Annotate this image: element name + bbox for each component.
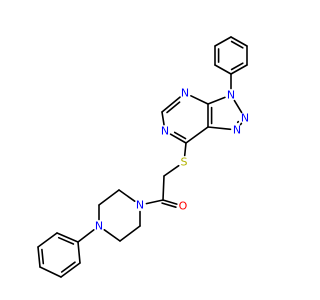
bond-ph2f-ph2a bbox=[77, 241, 81, 264]
bond-C3a-N7 bbox=[190, 95, 209, 105]
atom-label-s-thioether: S bbox=[181, 156, 188, 169]
atom-label-n-pyrimidine-upper: N bbox=[181, 87, 189, 100]
bond-ph2b-ph2c bbox=[37, 232, 58, 248]
bond-ph1c-ph1d-inner bbox=[230, 62, 244, 71]
bond-C4-S bbox=[183, 142, 187, 157]
bond-ph1a-ph1b bbox=[230, 36, 248, 47]
bond-ph2d-ph2e bbox=[39, 266, 62, 278]
bond-layer bbox=[37, 36, 248, 278]
bond-ph1a-ph1b-inner bbox=[230, 40, 244, 49]
bond-S-CH2 bbox=[163, 164, 180, 177]
bond-CH2-CO bbox=[162, 175, 165, 201]
bond-N3-C3a bbox=[207, 96, 226, 105]
bond-pip1-pip2 bbox=[98, 189, 120, 206]
bond-CO-O bbox=[162, 199, 178, 205]
atom-label-o-carbonyl: O bbox=[179, 200, 188, 213]
bond-ph2c-ph2d bbox=[37, 246, 41, 268]
bond-C6-N5 bbox=[161, 111, 165, 126]
atom-label-n-triazole-middle: N bbox=[241, 112, 249, 125]
bond-CO-O-second bbox=[161, 202, 177, 208]
bond-C4-C7a bbox=[185, 126, 209, 144]
bond-N7-C6 bbox=[161, 96, 181, 113]
bond-N5-C4 bbox=[169, 133, 187, 144]
bond-N3-N1 bbox=[233, 99, 243, 114]
atom-label-n-piperazine-phenyl: N bbox=[95, 220, 103, 233]
bond-ph1d-ph1e bbox=[214, 64, 232, 75]
bond-Npa-pip1 bbox=[118, 189, 136, 202]
bond-Npb-pip3 bbox=[103, 229, 121, 242]
bond-ph2e-ph2f-inner bbox=[60, 261, 76, 273]
bond-ph1f-ph1a bbox=[214, 36, 232, 47]
bond-N7-C6-inner bbox=[166, 101, 181, 114]
bond-ph2a-ph2b bbox=[56, 232, 79, 243]
bond-ph2a-ph2b-inner bbox=[57, 236, 75, 245]
bond-N5-C4-inner bbox=[173, 131, 187, 140]
bond-N2-C7a bbox=[207, 126, 232, 131]
bond-CO-Npa bbox=[145, 199, 164, 205]
atom-label-n-piperazine-amide: N bbox=[136, 199, 144, 212]
atom-label-n-triazole-phenyl: N bbox=[227, 89, 235, 102]
bond-pip3-pip4 bbox=[119, 225, 141, 242]
bond-N1-N2-inner bbox=[236, 120, 240, 124]
bond-ph1c-ph1d bbox=[230, 64, 248, 75]
bond-ph2e-ph2f bbox=[60, 262, 81, 278]
atom-label-n-pyrimidine-lower: N bbox=[161, 125, 169, 138]
bond-Npb-ph2a bbox=[77, 229, 95, 243]
bond-ph2c-ph2d-inner bbox=[41, 248, 45, 265]
atom-label-n-triazole-lower: N bbox=[233, 124, 241, 137]
bond-N1-N2 bbox=[239, 122, 243, 126]
